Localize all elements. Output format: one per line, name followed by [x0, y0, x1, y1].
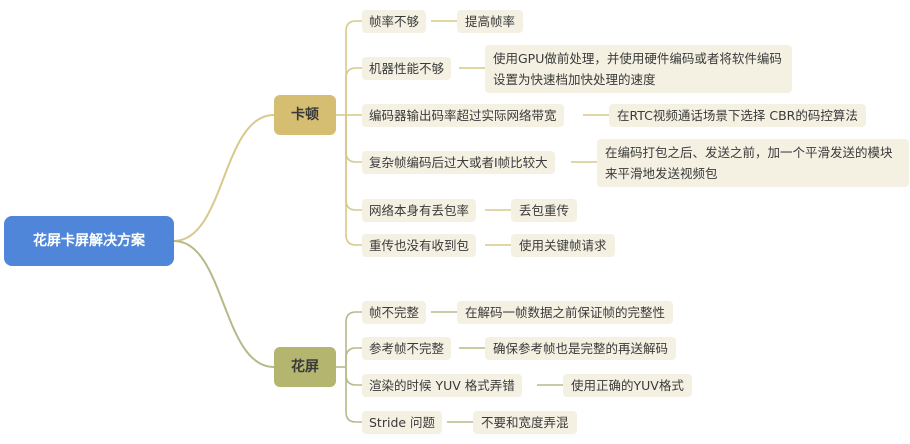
root-to-huaping-link [173, 240, 275, 368]
kadun-solution-2[interactable]: 使用GPU做前处理，并使用硬件编码或者将软件编码设置为快速档加快处理的速度 [485, 45, 792, 93]
kadun-link-6 [345, 115, 362, 246]
kadun-solution-5[interactable]: 丢包重传 [511, 199, 578, 222]
huaping-solution-4[interactable]: 不要和宽度弄混 [473, 411, 577, 434]
kadun-cause-4[interactable]: 复杂帧编码后过大或者I帧比较大 [362, 151, 555, 174]
kadun-solution-3[interactable]: 在RTC视频通话场景下选择 CBR的码控算法 [609, 104, 866, 127]
huaping-link-3 [345, 367, 362, 386]
kadun-cause-2[interactable]: 机器性能不够 [362, 57, 452, 80]
kadun-cause-5[interactable]: 网络本身有丢包率 [362, 199, 477, 222]
kadun-cause-1[interactable]: 帧率不够 [362, 10, 427, 33]
huaping-solution-2[interactable]: 确保参考帧也是完整的再送解码 [485, 337, 677, 360]
huaping-link-4 [345, 367, 362, 423]
kadun-cause-3[interactable]: 编码器输出码率超过实际网络带宽 [362, 104, 564, 127]
kadun-solution-4[interactable]: 在编码打包之后、发送之前，加一个平滑发送的模块来平滑地发送视频包 [597, 139, 909, 187]
huaping-cause-4[interactable]: Stride 问题 [362, 411, 443, 434]
branch-huaping[interactable]: 花屏 [274, 347, 336, 387]
root-to-kadun-link [173, 114, 275, 242]
huaping-cause-2[interactable]: 参考帧不完整 [362, 337, 452, 360]
root-topic[interactable]: 花屏卡屏解决方案 [4, 216, 174, 266]
kadun-link-1 [345, 20, 362, 115]
kadun-cause-6[interactable]: 重传也没有收到包 [362, 234, 477, 257]
kadun-link-2 [345, 67, 362, 115]
huaping-link-2 [345, 347, 362, 367]
huaping-link-1 [345, 311, 362, 367]
huaping-cause-3[interactable]: 渲染的时候 YUV 格式弄错 [362, 374, 522, 397]
kadun-solution-6[interactable]: 使用关键帧请求 [511, 234, 615, 257]
huaping-solution-3[interactable]: 使用正确的YUV格式 [563, 374, 692, 397]
huaping-solution-1[interactable]: 在解码一帧数据之前保证帧的完整性 [457, 301, 674, 324]
huaping-cause-1[interactable]: 帧不完整 [362, 301, 427, 324]
branch-kadun[interactable]: 卡顿 [274, 95, 336, 135]
kadun-solution-1[interactable]: 提高帧率 [457, 10, 524, 33]
kadun-link-4 [345, 115, 362, 163]
